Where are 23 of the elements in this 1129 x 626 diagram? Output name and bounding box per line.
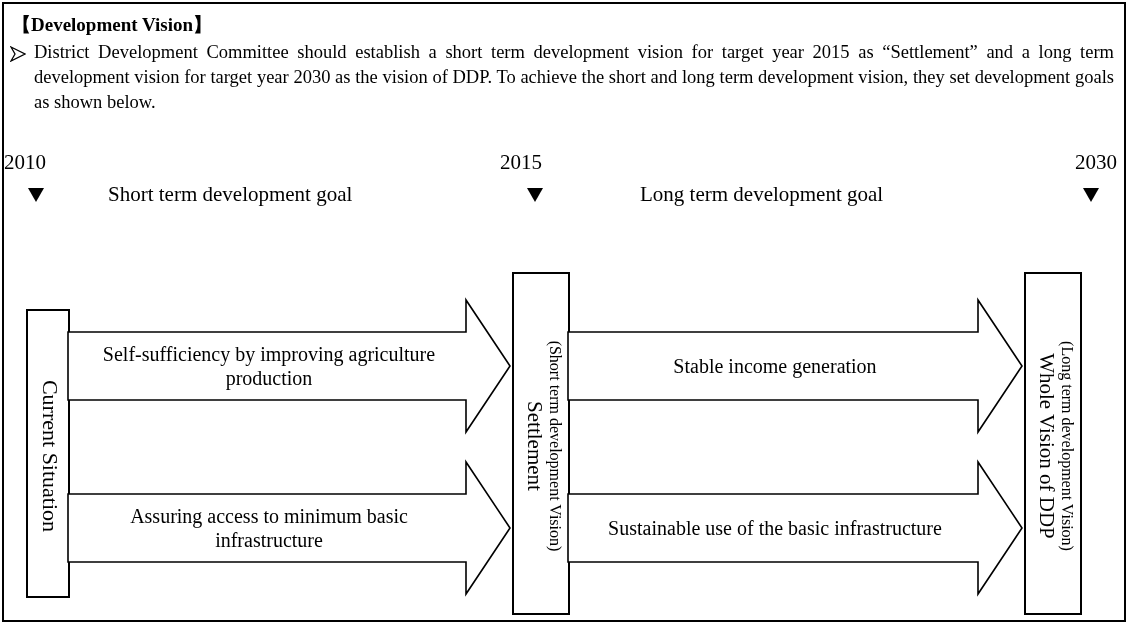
block-arrow [67, 459, 511, 597]
vision-title: Whole Vision of DDP [1034, 352, 1058, 539]
goal-label: Short term development goal [108, 182, 353, 207]
block-arrow [567, 297, 1023, 435]
year-label: 2030 [1075, 150, 1117, 175]
vision-subtitle: (Long term development Vision) [1057, 340, 1076, 551]
vision-title: Current Situation [38, 379, 62, 532]
block-arrow [67, 297, 511, 435]
year-label: 2010 [4, 150, 46, 175]
block-arrow [567, 459, 1023, 597]
vision-title: Settlement [522, 400, 546, 491]
vision-subtitle: (Short term development Vision) [545, 340, 564, 551]
arrow-label: Self-sufficiency by improving agriculture production [101, 342, 437, 392]
arrow-label: Assuring access to minimum basic infrastructure [129, 504, 409, 553]
vision-box [26, 309, 70, 598]
vision-box [1024, 272, 1082, 615]
goal-label: Long term development goal [640, 182, 884, 207]
panel-heading: 【Development Vision】 [12, 13, 213, 37]
arrow-label: Stable income generation [672, 354, 878, 380]
vision-box [512, 272, 570, 615]
description-paragraph: District Development Committee should establish a short term development vision for target year 2015 as “Settlement” and a long term development vision for target year 2030 as the vision of DDP. To achieve the short and long term development vision, they set development goals as shown below. [34, 41, 1114, 114]
arrow-label: Sustainable use of the basic infrastructure [607, 516, 943, 541]
year-label: 2015 [500, 150, 542, 175]
